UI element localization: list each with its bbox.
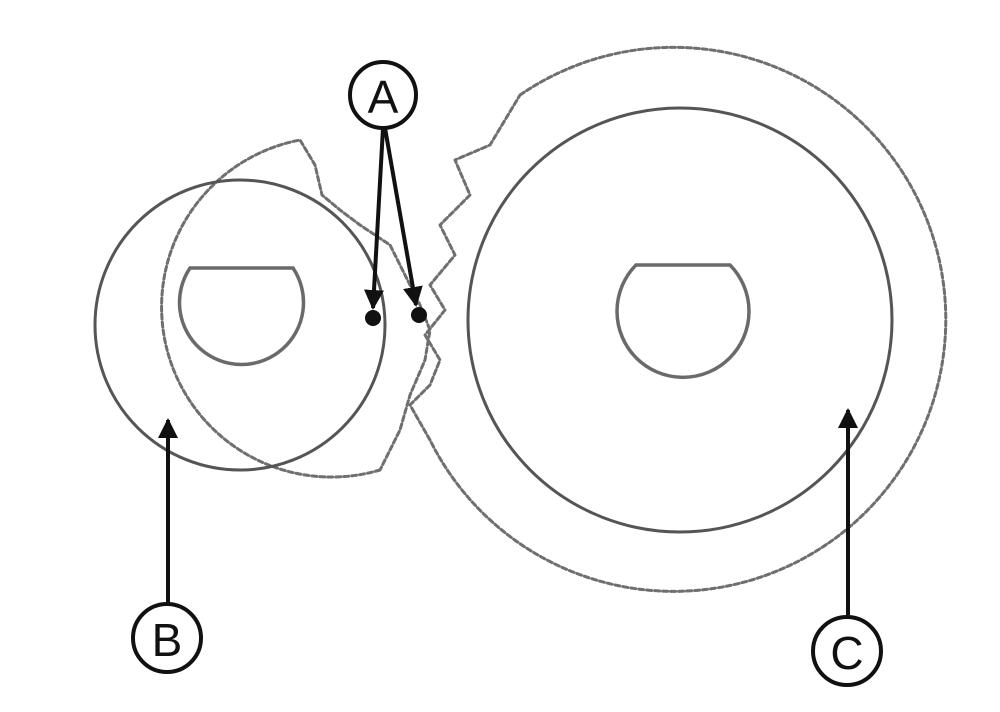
gear-c	[408, 45, 948, 593]
gear-c-pitch-circle	[466, 106, 894, 534]
gear-b-outer-edge	[160, 138, 432, 479]
callout-a-circle	[348, 60, 418, 130]
callout-c-label: C	[830, 627, 863, 679]
gear-b	[93, 138, 432, 479]
callout-c: C	[811, 615, 883, 687]
callout-b-circle	[131, 602, 203, 674]
callout-a-label: A	[368, 71, 399, 123]
leader-lines	[158, 127, 858, 615]
callout-c-circle	[811, 615, 883, 687]
gear-c-outer-edge	[408, 45, 948, 593]
callout-b: B	[131, 602, 203, 674]
gear-b-keyed-bore	[177, 266, 306, 367]
timing-marks	[365, 307, 427, 326]
gear-c-keyed-bore	[615, 263, 751, 380]
callout-b-label: B	[152, 614, 183, 666]
arrow-a-right	[383, 127, 423, 307]
timing-mark-gear-c	[411, 307, 427, 323]
gear-b-pitch-circle	[93, 178, 387, 472]
timing-mark-gear-b	[365, 310, 381, 326]
callout-a: A	[348, 60, 418, 130]
arrow-a-left	[364, 127, 385, 310]
